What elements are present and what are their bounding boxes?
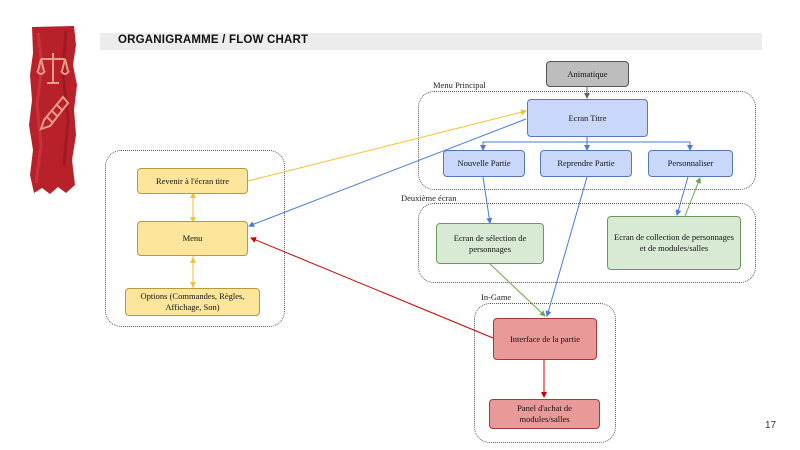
group-label-in-game: In-Game: [481, 292, 512, 302]
group-menu: [105, 150, 285, 327]
arrow-collection-to-personnaliser: [684, 177, 701, 217]
arrow-titre-to-nouvelle: [480, 137, 588, 151]
header-bar: [100, 33, 762, 50]
arrow-personnaliser-to-collection: [675, 176, 689, 216]
arrow-interface-to-menu: [250, 237, 494, 339]
page-title: ORGANIGRAMME / FLOW CHART: [118, 34, 309, 46]
node-reprendre-partie: Reprendre Partie: [540, 150, 632, 177]
arrow-titre-to-menu: [248, 118, 527, 227]
node-panel-achat: Panel d'achat de modules/salles: [489, 399, 600, 429]
group-label-menu-principal: Menu Principal: [433, 80, 486, 90]
group-in-game: [474, 303, 616, 443]
node-options: Options (Commandes, Règles, Affichage, S…: [125, 288, 260, 316]
node-collection: Ecran de collection de personnages et de…: [607, 216, 741, 270]
node-selection-personnages: Ecran de sélection de personnages: [436, 223, 544, 264]
arrow-titre-to-personnaliser: [587, 141, 693, 151]
arrow-selection-to-interface: [489, 263, 546, 317]
scales-icon: [36, 53, 70, 84]
node-nouvelle-partie: Nouvelle Partie: [443, 150, 525, 177]
page-number: 17: [765, 420, 777, 431]
node-menu: Menu: [137, 221, 248, 256]
arrow-revenir-to-titre: [247, 109, 527, 182]
banner-decoration: [29, 26, 77, 194]
node-interface-partie: Interface de la partie: [493, 318, 597, 360]
node-animatique: Animatique: [546, 61, 629, 87]
arrow-nouvelle-to-selection: [482, 176, 493, 224]
group-label-deuxieme-ecran: Deuxième écran: [401, 193, 457, 203]
node-ecran-titre: Ecran Titre: [527, 99, 648, 137]
arrow-reprendre-to-interface: [545, 176, 588, 317]
quill-icon: [39, 95, 70, 131]
node-revenir-ecran-titre: Revenir à l'écran titre: [137, 168, 248, 194]
node-personnaliser: Personnaliser: [648, 150, 733, 177]
group-deuxieme-ecran: [418, 203, 756, 283]
